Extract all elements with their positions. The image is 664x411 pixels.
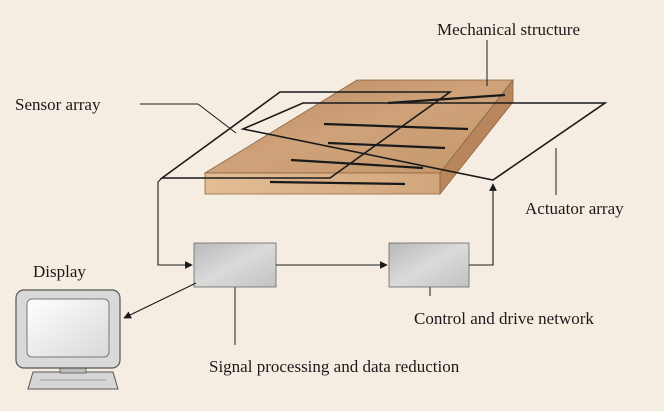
label-sensor-array: Sensor array: [15, 95, 101, 114]
monitor-icon: [15, 289, 121, 390]
monitor-screen: [26, 298, 110, 358]
label-actuator-array: Actuator array: [525, 199, 624, 218]
actuator-array-frame: [240, 102, 608, 181]
sensor-strip: [387, 93, 506, 105]
sensor-to-processing-arrow: [157, 177, 193, 269]
monitor-base: [27, 371, 119, 390]
sensor-strip: [269, 180, 406, 186]
sensor-strip: [290, 158, 424, 170]
signal-processing-box: [193, 242, 277, 288]
label-signal-processing: Signal processing and data reduction: [209, 357, 460, 376]
label-mechanical-structure: Mechanical structure: [437, 20, 580, 39]
label-display: Display: [33, 262, 86, 281]
control-to-actuator-arrow: [469, 183, 497, 266]
processing-to-display-arrow: [123, 282, 197, 319]
sensor-strips: [269, 93, 506, 186]
control-drive-box: [388, 242, 470, 288]
sensor-strip: [327, 141, 446, 150]
sensor-strip: [323, 122, 469, 131]
label-control-network: Control and drive network: [414, 309, 594, 328]
slab-side-face: [439, 78, 514, 196]
leader-sensor-array-2: [197, 103, 237, 134]
sensor-array-frame: [159, 91, 453, 179]
